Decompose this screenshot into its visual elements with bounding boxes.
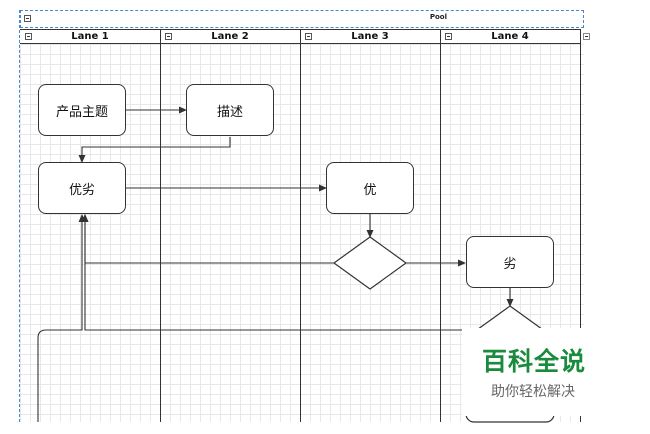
lane-1-header[interactable]: Lane 1 [20,29,160,44]
lane-3-collapse-icon[interactable] [305,33,312,40]
edge-decision-2-to-proscons [81,214,470,331]
edge-description-to-proscons [78,137,231,163]
lane-2-collapse-icon[interactable] [165,33,172,40]
decision-node-1 [332,236,408,290]
pool-header[interactable]: Pool [20,10,584,28]
node-cons-label: 劣 [503,256,517,272]
lane-2-header[interactable]: Lane 2 [160,29,300,44]
node-cons[interactable]: 劣 [466,236,554,288]
lane-4-header[interactable]: Lane 4 [440,29,580,44]
lane-2-title: Lane 2 [211,31,249,42]
pool-collapse-icon[interactable] [24,15,31,22]
node-description-label: 描述 [216,104,243,120]
watermark-background [462,328,628,416]
lane-divider-2 [300,29,301,422]
node-description[interactable]: 描述 [186,84,274,136]
edge-decision-1-to-proscons [81,214,336,264]
node-pros[interactable]: 优 [326,162,414,214]
lane-divider-3 [440,29,441,422]
pool-title: Pool [429,13,447,21]
lane-divider-4 [580,29,581,422]
watermark-subtitle: 助你轻松解决 [491,384,575,400]
watermark-title: 百科全说 [482,347,587,376]
node-pros-cons-label: 优劣 [68,182,95,198]
lane-4-collapse-icon[interactable] [445,33,452,40]
lane-4-title: Lane 4 [491,31,529,42]
lane-3-title: Lane 3 [351,31,389,42]
lane-5-collapse-icon[interactable] [583,33,590,40]
pool-left-border [19,10,20,422]
lane-1-collapse-icon[interactable] [25,33,32,40]
node-pros-cons[interactable]: 优劣 [38,162,126,214]
node-pros-label: 优 [363,182,377,198]
edge-loop-back-left [37,214,86,422]
node-topic-label: 产品主题 [55,104,108,120]
node-topic[interactable]: 产品主题 [38,84,126,136]
lane-3-header[interactable]: Lane 3 [300,29,440,44]
lane-divider-1 [160,29,161,422]
lane-1-title: Lane 1 [71,31,109,42]
